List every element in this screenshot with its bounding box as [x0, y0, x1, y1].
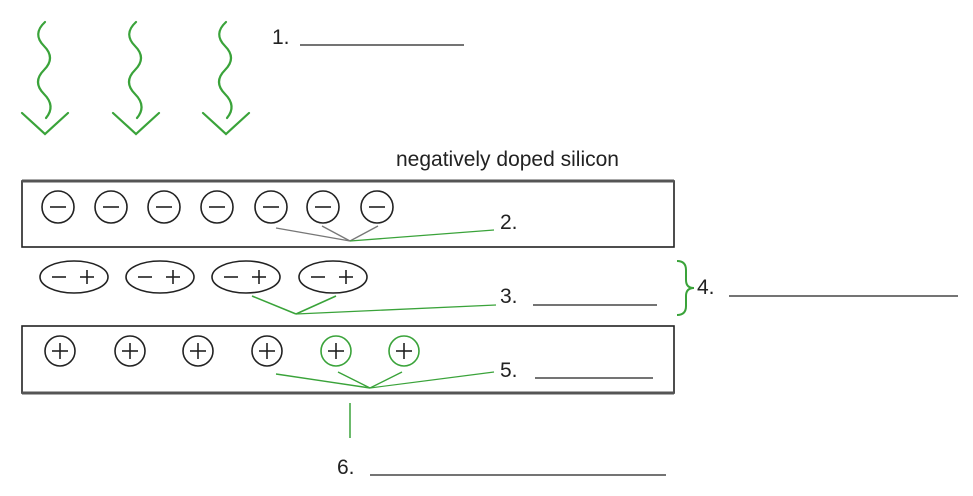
negative-charge [94, 190, 128, 224]
positive-charge [251, 335, 283, 367]
electron-hole-pair [298, 260, 368, 294]
label-3-number: 3. [500, 285, 518, 308]
negative-charges [41, 190, 394, 224]
pointer-lines-3 [251, 295, 497, 315]
negative-charge [360, 190, 394, 224]
label-4-number: 4. [697, 276, 715, 299]
positive-charge [182, 335, 214, 367]
electron-hole-pair [39, 260, 109, 294]
negative-charge [306, 190, 340, 224]
junction-brace [676, 260, 695, 316]
n-layer-caption: negatively doped silicon [396, 148, 619, 171]
light-rays [20, 20, 251, 136]
positive-charge [320, 335, 352, 367]
label-5-number: 5. [500, 359, 518, 382]
electron-hole-pair [125, 260, 195, 294]
negative-charge [254, 190, 288, 224]
electron-hole-pair [211, 260, 281, 294]
positive-charge [114, 335, 146, 367]
pointer-lines-2 [275, 225, 495, 242]
electron-hole-pairs [39, 260, 368, 294]
label-1-number: 1. [272, 26, 290, 49]
light-ray-1 [20, 20, 70, 136]
negative-charge [200, 190, 234, 224]
pointer-lines-5 [275, 371, 495, 389]
label-2-number: 2. [500, 211, 518, 234]
label-6-number: 6. [337, 456, 355, 479]
positive-charge [388, 335, 420, 367]
light-ray-2 [111, 20, 161, 136]
negative-charge [147, 190, 181, 224]
positive-charge [44, 335, 76, 367]
light-ray-3 [201, 20, 251, 136]
positive-charges [44, 335, 420, 367]
negative-charge [41, 190, 75, 224]
n-layer-box [21, 180, 675, 248]
